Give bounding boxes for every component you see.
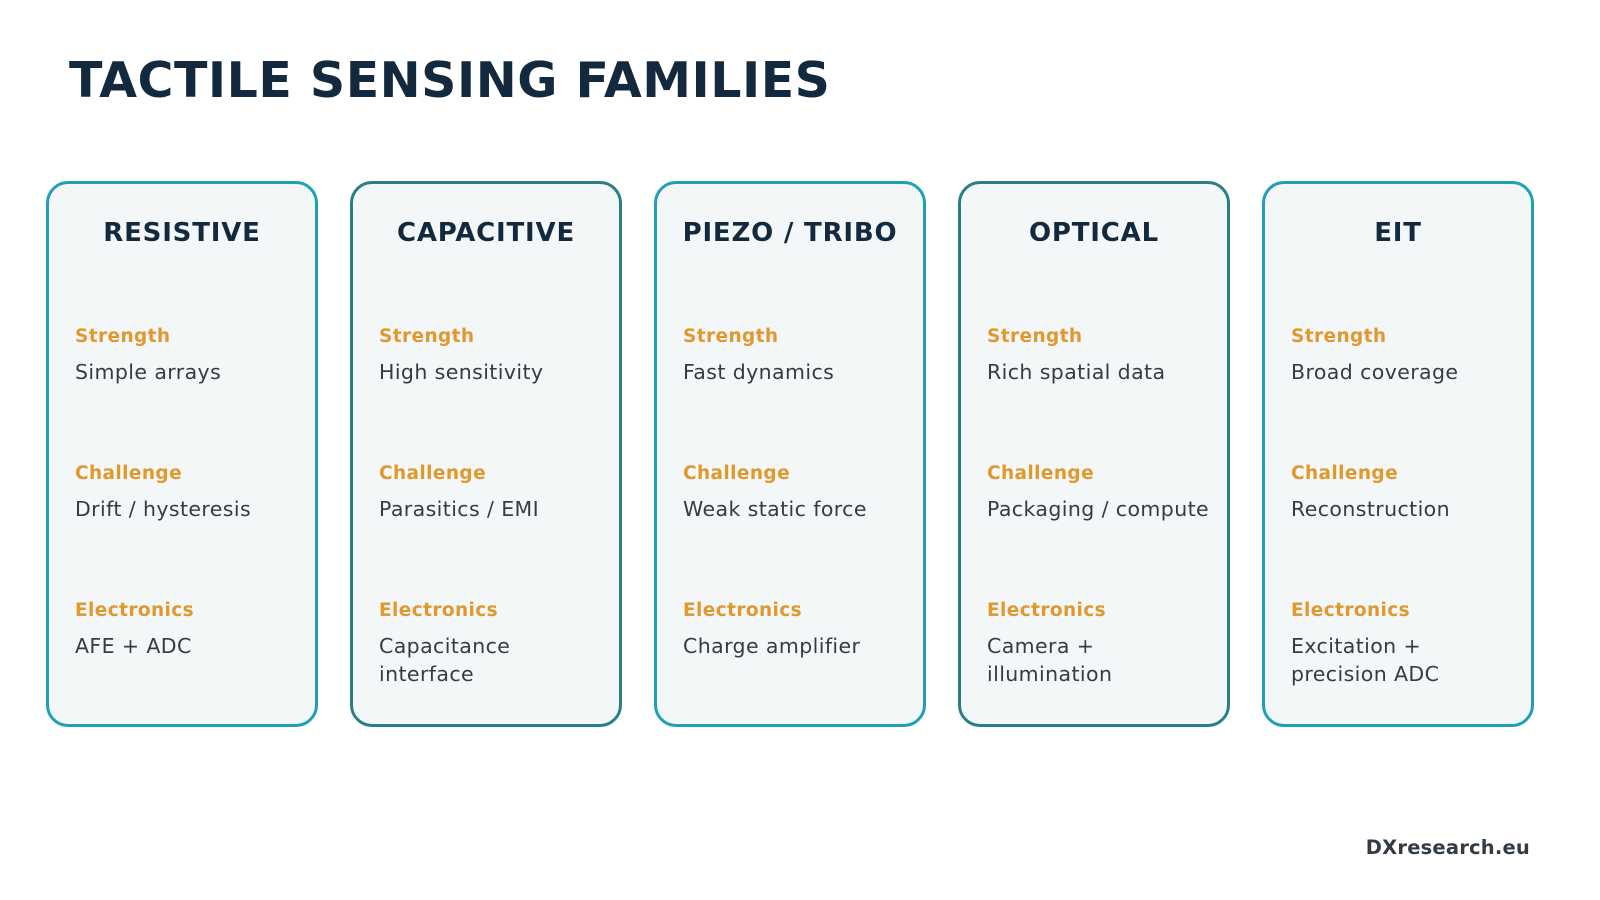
challenge-value: Drift / hysteresis	[75, 497, 252, 521]
sensing-family-cards: RESISTIVE Strength Simple arrays Challen…	[46, 181, 1571, 732]
strength-section: Strength High sensitivity	[379, 325, 609, 387]
challenge-label: Challenge	[1291, 463, 1399, 484]
electronics-section: Electronics AFE + ADC	[75, 599, 305, 661]
electronics-label: Electronics	[379, 600, 499, 621]
challenge-label: Challenge	[987, 463, 1095, 484]
electronics-section: Electronics Charge amplifier	[683, 599, 913, 661]
card-title: PIEZO / TRIBO	[682, 218, 898, 248]
electronics-value: Charge amplifier	[683, 634, 861, 658]
strength-label: Strength	[379, 326, 475, 347]
strength-section: Strength Broad coverage	[1291, 325, 1521, 387]
electronics-section: Electronics Capacitance interface	[379, 599, 609, 688]
strength-label: Strength	[1291, 326, 1387, 347]
electronics-section: Electronics Excitation + precision ADC	[1291, 599, 1521, 688]
challenge-value: Reconstruction	[1291, 497, 1451, 521]
card-title: OPTICAL	[1029, 218, 1159, 248]
challenge-label: Challenge	[683, 463, 791, 484]
strength-section: Strength Fast dynamics	[683, 325, 913, 387]
strength-label: Strength	[987, 326, 1083, 347]
card-piezo-tribo: PIEZO / TRIBO Strength Fast dynamics Cha…	[654, 181, 926, 727]
challenge-section: Challenge Packaging / compute	[987, 462, 1217, 524]
challenge-label: Challenge	[75, 463, 183, 484]
card-title: RESISTIVE	[103, 218, 261, 248]
challenge-section: Challenge Reconstruction	[1291, 462, 1521, 524]
strength-value: Fast dynamics	[683, 360, 835, 384]
electronics-value: Camera + illumination	[987, 634, 1113, 686]
strength-label: Strength	[683, 326, 779, 347]
electronics-section: Electronics Camera + illumination	[987, 599, 1217, 688]
challenge-label: Challenge	[379, 463, 487, 484]
strength-section: Strength Simple arrays	[75, 325, 305, 387]
strength-label: Strength	[75, 326, 171, 347]
card-optical: OPTICAL Strength Rich spatial data Chall…	[958, 181, 1230, 727]
card-title: EIT	[1374, 218, 1422, 248]
card-eit: EIT Strength Broad coverage Challenge Re…	[1262, 181, 1534, 727]
footer-brand: DXresearch.eu	[1365, 836, 1530, 859]
electronics-label: Electronics	[987, 600, 1107, 621]
challenge-value: Packaging / compute	[987, 497, 1210, 521]
card-capacitive: CAPACITIVE Strength High sensitivity Cha…	[350, 181, 622, 727]
challenge-value: Weak static force	[683, 497, 867, 521]
electronics-label: Electronics	[683, 600, 803, 621]
card-resistive: RESISTIVE Strength Simple arrays Challen…	[46, 181, 318, 727]
challenge-value: Parasitics / EMI	[379, 497, 540, 521]
electronics-value: AFE + ADC	[75, 634, 192, 658]
strength-value: Simple arrays	[75, 360, 222, 384]
slide-title: TACTILE SENSING FAMILIES	[69, 52, 831, 109]
electronics-label: Electronics	[1291, 600, 1411, 621]
strength-value: High sensitivity	[379, 360, 544, 384]
electronics-value: Capacitance interface	[379, 634, 511, 686]
electronics-value: Excitation + precision ADC	[1291, 634, 1440, 686]
strength-value: Rich spatial data	[987, 360, 1166, 384]
card-title: CAPACITIVE	[396, 218, 576, 248]
strength-value: Broad coverage	[1291, 360, 1459, 384]
strength-section: Strength Rich spatial data	[987, 325, 1217, 387]
challenge-section: Challenge Parasitics / EMI	[379, 462, 609, 524]
challenge-section: Challenge Drift / hysteresis	[75, 462, 305, 524]
challenge-section: Challenge Weak static force	[683, 462, 913, 524]
electronics-label: Electronics	[75, 600, 195, 621]
